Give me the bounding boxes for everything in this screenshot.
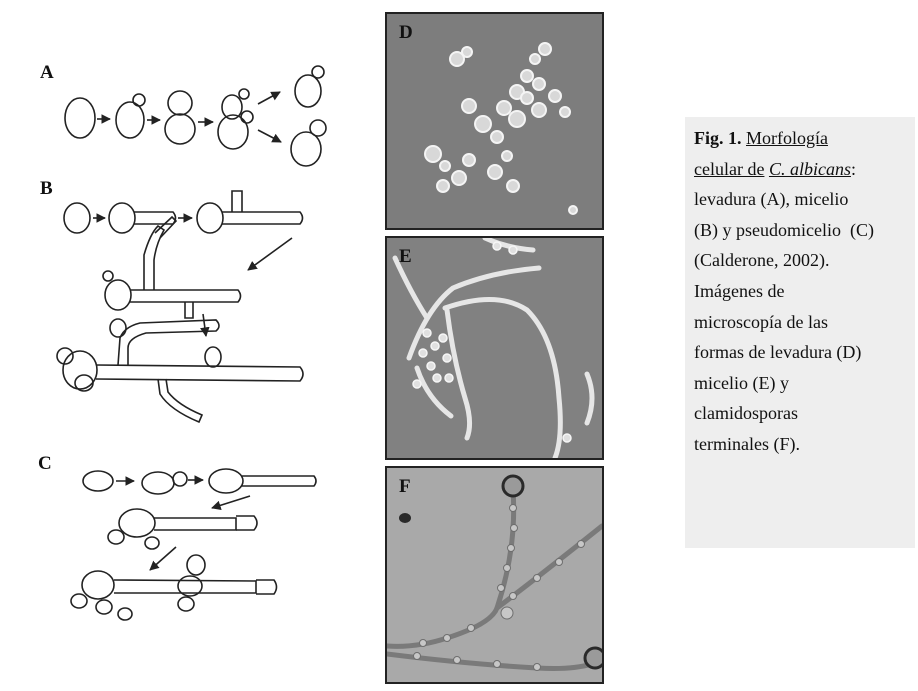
caption-line-11: terminales (F). — [694, 429, 915, 460]
micrograph-yeast: D — [385, 12, 604, 230]
caption-line-2: celular de C. albicans: — [694, 154, 915, 185]
caption-line-5: (Calderone, 2002). — [694, 245, 915, 276]
caption-line-1: Fig. 1. Morfología — [694, 123, 915, 154]
yeast-bud — [239, 89, 249, 99]
yeast-cell — [295, 75, 321, 107]
hyphae-sequence — [57, 191, 303, 422]
yeast-bud — [241, 111, 253, 123]
chlamydospore — [585, 648, 602, 668]
yeast-bud — [312, 66, 324, 78]
caption-colon: : — [851, 159, 856, 179]
micrograph-yeast-cells — [387, 14, 602, 228]
caption-species: C. albicans — [769, 159, 851, 179]
drawing-canvas — [0, 0, 380, 686]
yeast-cell — [65, 98, 95, 138]
cell-morphology-drawings: A B C — [0, 0, 380, 686]
figure-label: Fig. 1. — [694, 128, 742, 148]
caption-line-7: microscopía de las — [694, 307, 915, 338]
caption-line-6: Imágenes de — [694, 276, 915, 307]
yeast-cell — [218, 115, 248, 149]
caption-line-8: formas de levadura (D) — [694, 337, 915, 368]
caption-line-10: clamidosporas — [694, 398, 915, 429]
panel-label-e: E — [399, 246, 412, 268]
figure-caption: Fig. 1. Morfología celular de C. albican… — [685, 117, 915, 548]
yeast-budding-sequence — [65, 66, 326, 166]
caption-title-part1: Morfología — [746, 128, 828, 148]
panel-label-a: A — [40, 62, 54, 84]
caption-line-4: (B) y pseudomicelio (C) — [694, 215, 915, 246]
micrograph-hyphae — [387, 238, 602, 458]
yeast-cell — [165, 114, 195, 144]
yeast-bud — [168, 91, 192, 115]
yeast-cell-budding — [116, 102, 144, 138]
panel-label-f: F — [399, 476, 411, 498]
panel-label-d: D — [399, 22, 413, 44]
caption-line-3: levadura (A), micelio — [694, 184, 915, 215]
yeast-bud — [310, 120, 326, 136]
chlamydospore — [503, 476, 523, 496]
caption-line-9: micelio (E) y — [694, 368, 915, 399]
caption-title-part2: celular de — [694, 159, 764, 179]
micrograph-mycelium: E — [385, 236, 604, 460]
panel-label-b: B — [40, 178, 53, 200]
micrograph-chlamydospores: F — [385, 466, 604, 684]
micrograph-chlamydospore-hyphae — [387, 468, 602, 682]
yeast-bud — [133, 94, 145, 106]
panel-label-c: C — [38, 453, 52, 475]
yeast-cell — [291, 132, 321, 166]
pseudohyphae-sequence — [71, 469, 316, 620]
